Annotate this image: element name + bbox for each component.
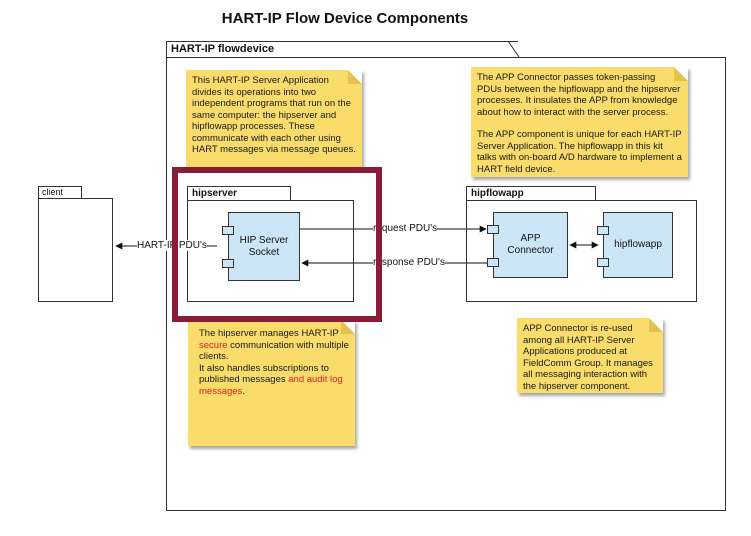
hipflowapp-label: hipflowapp <box>614 239 662 250</box>
hipserver-package-tab: hipserver <box>187 186 291 200</box>
client-package <box>38 198 113 302</box>
note-app-connector-text-2: The APP component is unique for each HAR… <box>477 129 682 175</box>
note-hipserver-text-d: . <box>242 385 245 397</box>
note-hipserver-text-c: It also handles subscriptions to publish… <box>199 362 329 386</box>
hipserver-package-label: hipserver <box>192 188 238 199</box>
hipflowapp-package-tab: hipflowapp <box>466 186 596 200</box>
note-app-connector-text-1: The APP Connector passes token-passing P… <box>477 72 681 118</box>
client-link-label: HART-IP PDU's <box>137 240 207 251</box>
note-hipserver-text-a: The hipserver manages HART-IP <box>199 328 339 339</box>
hip-server-socket-port-top <box>222 226 234 235</box>
client-package-label: client <box>42 187 64 197</box>
note-hipserver: The hipserver manages HART-IP secure com… <box>188 320 355 446</box>
app-connector-label: APP Connector <box>507 233 554 256</box>
hipserver-highlight-box <box>172 167 382 322</box>
app-connector-port-bottom <box>487 258 499 267</box>
hip-server-socket-component[interactable]: HIP Server Socket <box>228 212 300 281</box>
note-hipserver-secure: secure <box>199 339 228 351</box>
hipflowapp-component[interactable]: hipflowapp <box>603 212 673 278</box>
hipflowapp-port-top <box>597 226 609 235</box>
response-label: response PDU's <box>373 257 445 268</box>
app-connector-port-top <box>487 225 499 234</box>
note-app-connector-reuse-text: APP Connector is re-used among all HART-… <box>523 323 653 392</box>
note-app-connector-reuse: APP Connector is re-used among all HART-… <box>517 318 663 393</box>
outer-package-tab: HART-IP flowdevice <box>166 41 518 57</box>
note-server-application: This HART-IP Server Application divides … <box>186 70 362 168</box>
hipflowapp-package-label: hipflowapp <box>471 188 524 199</box>
client-package-tab: client <box>38 186 82 199</box>
app-connector-component[interactable]: APP Connector <box>493 212 568 278</box>
hipflowapp-port-bottom <box>597 258 609 267</box>
hip-server-socket-port-bottom <box>222 259 234 268</box>
outer-package-label: HART-IP flowdevice <box>171 43 275 55</box>
note-app-connector: The APP Connector passes token-passing P… <box>471 67 688 177</box>
note-hipserver-text-b: communication with multiple clients. <box>199 339 349 363</box>
hip-server-socket-label: HIP Server Socket <box>239 234 289 258</box>
request-label: request PDU's <box>373 223 438 234</box>
diagram-title: HART-IP Flow Device Components <box>221 10 469 27</box>
note-hipserver-audit: and audit log messages <box>199 374 343 397</box>
note-server-application-text: This HART-IP Server Application divides … <box>192 75 356 155</box>
